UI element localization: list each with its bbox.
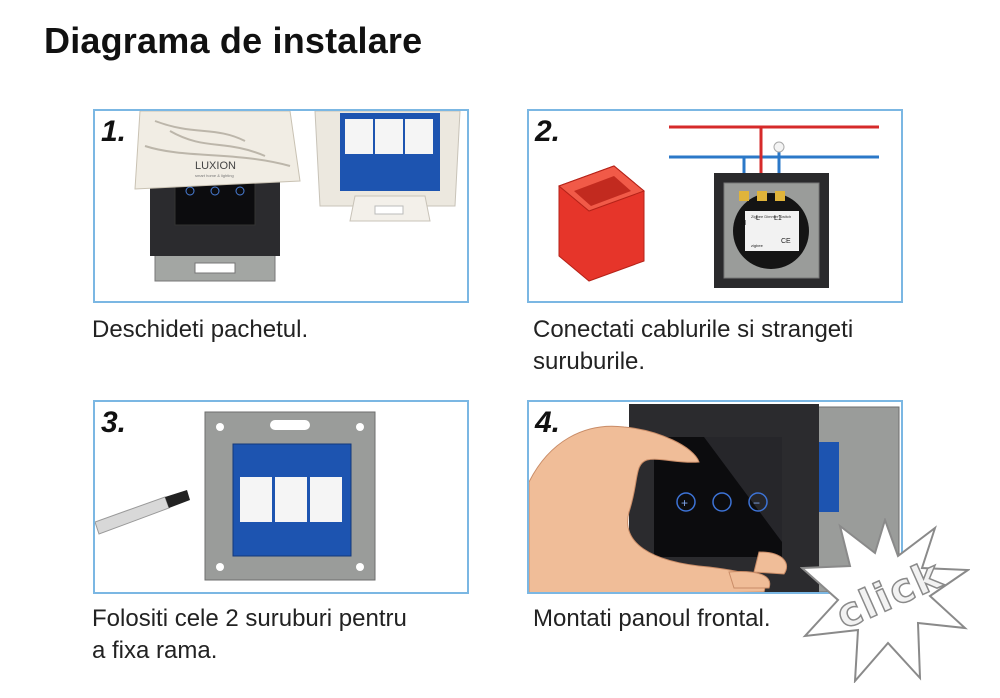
svg-text:−: − — [753, 496, 760, 510]
step-3-number: 3. — [101, 406, 127, 439]
step-1-number: 1. — [101, 115, 127, 148]
brand-tagline: smart home & lighting — [195, 173, 234, 178]
svg-text:+: + — [681, 496, 688, 510]
step-2-number: 2. — [535, 115, 561, 148]
light-bulb-icon — [773, 141, 785, 153]
minus-button-icon — [748, 492, 768, 512]
svg-text:Zigbee Dimmer Switch: Zigbee Dimmer Switch — [751, 214, 791, 219]
step-2-caption: Conectati cablurile si strangeti surubur… — [533, 316, 854, 375]
step-4-caption: Montati panoul frontal. — [533, 605, 771, 632]
step-1-illustration: LUXION smart home & lighting — [134, 111, 461, 282]
wall-box — [558, 165, 645, 282]
step-1-panel: 1. LUXION smart home & lighting — [93, 109, 469, 303]
step-4-illustration: + − — [529, 404, 900, 592]
step-4-number: 4. — [535, 406, 561, 439]
step-1-caption: Deschideti pachetul. — [92, 316, 309, 343]
svg-text:zigbee: zigbee — [751, 243, 764, 248]
svg-text:L1: L1 — [774, 215, 782, 222]
brand-logo: LUXION — [195, 160, 236, 172]
page-title: Diagrama de instalare — [44, 20, 423, 61]
plus-button-icon — [676, 492, 696, 512]
power-button-icon — [712, 492, 732, 512]
glass-panel — [174, 182, 256, 226]
step-4-panel: 4. + − — [527, 400, 903, 594]
step-2-panel: 2. Zigbee Dimmer Switch CE zigbee N L L1 — [527, 109, 903, 303]
click-burst-icon — [800, 518, 970, 683]
step-2-illustration: Zigbee Dimmer Switch CE zigbee N L L1 — [558, 125, 879, 288]
svg-text:L: L — [756, 215, 760, 222]
step-3-panel: 3. — [93, 400, 469, 594]
svg-text:CE: CE — [781, 238, 791, 245]
package-box — [134, 111, 301, 190]
step-3-caption: Folositi cele 2 suruburi pentru a fixa r… — [92, 605, 407, 664]
screwdriver-icon — [95, 490, 190, 535]
hand-illustration — [529, 425, 788, 592]
step-3-illustration — [95, 411, 376, 581]
svg-text:N: N — [741, 220, 746, 227]
